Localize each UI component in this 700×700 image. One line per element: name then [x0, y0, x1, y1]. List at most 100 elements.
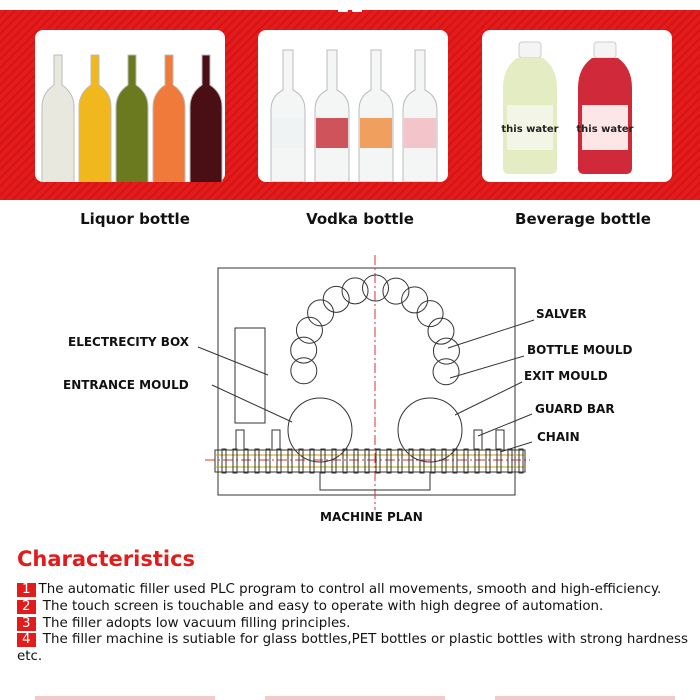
chain-link: [408, 448, 414, 474]
bottle-mould-circle: [307, 299, 335, 327]
brand-text: this water: [576, 124, 633, 135]
entrance-mould-wheel: [287, 397, 353, 463]
chain-link: [463, 448, 469, 474]
chain-link: [331, 448, 337, 474]
vodka-bottle-image: [258, 30, 448, 183]
brand-text: this water: [501, 124, 558, 135]
bottle-mould-circle: [341, 277, 369, 305]
item-number: 4: [17, 633, 36, 648]
bottle-mould-circle: [432, 358, 460, 386]
beverage-bottle-image: this water this water: [482, 30, 672, 182]
chain-link: [276, 448, 282, 474]
chain-link: [243, 448, 249, 474]
leader-line: [449, 355, 525, 379]
chain-link: [298, 448, 304, 474]
vodka-bottle-caption: Vodka bottle: [306, 210, 414, 228]
bottle-mould-circle: [295, 316, 323, 344]
guard-bar-post: [235, 429, 245, 451]
bottle-mould-circle: [290, 336, 318, 364]
characteristic-item: 4 The filler machine is sutiable for gla…: [17, 632, 700, 666]
leader-line: [499, 441, 533, 453]
leader-line: [197, 346, 269, 376]
item-number: 1: [17, 583, 36, 597]
chain-link: [386, 448, 392, 474]
bottle-mould-circle: [290, 357, 318, 385]
bottle-mould-circle: [362, 274, 390, 302]
electricity-box: [234, 327, 266, 424]
vodka-label: [360, 118, 392, 148]
chain-link: [254, 448, 260, 474]
leader-line: [211, 384, 293, 423]
divider: [35, 696, 215, 700]
label-exit-mould: EXIT MOULD: [524, 369, 608, 383]
beverage-bottle-caption: Beverage bottle: [515, 210, 651, 228]
chain-link: [452, 448, 458, 474]
wine-bottle: [115, 54, 149, 184]
machine-plan-diagram: ELECTRECITY BOX ENTRANCE MOULD SALVER BO…: [63, 255, 633, 524]
bottle-mould-circle: [322, 285, 350, 313]
chain-link: [496, 448, 502, 474]
chain-link: [430, 448, 436, 474]
chain-link: [474, 448, 480, 474]
leader-line: [477, 413, 533, 437]
bottle-cap: [518, 41, 542, 59]
label-guard-bar: GUARD BAR: [535, 402, 615, 416]
label-entrance-mould: ENTRANCE MOULD: [63, 378, 189, 392]
vodka-bottle: [270, 49, 306, 183]
wine-bottle: [41, 54, 75, 184]
wine-bottle: [78, 54, 112, 184]
exit-mould-wheel: [397, 397, 463, 463]
vodka-label: [404, 118, 436, 148]
chain-link: [397, 448, 403, 474]
chain-link: [265, 448, 271, 474]
bottle-cap: [593, 41, 617, 59]
chain-link: [287, 448, 293, 474]
vodka-bottle: [314, 49, 350, 183]
leader-line: [447, 319, 535, 349]
label-salver: SALVER: [536, 307, 587, 321]
guard-bar-post: [473, 429, 483, 451]
chain-link: [353, 448, 359, 474]
divider: [265, 696, 445, 700]
chain-link: [485, 448, 491, 474]
base-plate: [319, 471, 431, 491]
label-chain: CHAIN: [537, 430, 580, 444]
chain-link: [221, 448, 227, 474]
item-text: The touch screen is touchable and easy t…: [38, 598, 604, 614]
bottle-label: [507, 105, 553, 150]
vodka-bottle: [402, 49, 438, 183]
bottle-mould-circle: [427, 317, 455, 345]
chain-link: [419, 448, 425, 474]
chain-link: [375, 448, 381, 474]
characteristic-item: 2 The touch screen is touchable and easy…: [17, 599, 700, 616]
liquor-bottle-image: [35, 30, 225, 184]
bottle-label: [582, 105, 628, 150]
chain-link: [342, 448, 348, 474]
item-text: The automatic filler used PLC program to…: [38, 582, 662, 597]
divider: [495, 696, 675, 700]
item-number: 3: [17, 616, 36, 631]
guard-bar-post: [271, 429, 281, 451]
bottle-mould-circle: [432, 337, 460, 365]
label-bottle-mould: BOTTLE MOULD: [527, 343, 633, 357]
characteristic-item: 3 The filler adopts low vacuum filling p…: [17, 616, 700, 633]
leader-line: [454, 381, 523, 416]
bottle-mould-circle: [382, 277, 410, 305]
chain-link: [518, 448, 524, 474]
item-text: The filler adopts low vacuum filling pri…: [38, 615, 351, 631]
bottle-mould-circle: [401, 286, 429, 314]
chain-link: [320, 448, 326, 474]
label-electricity-box: ELECTRECITY BOX: [68, 335, 190, 349]
guard-bar-post: [495, 429, 505, 451]
chain-link: [309, 448, 315, 474]
item-number: 2: [17, 599, 36, 614]
chain-link: [441, 448, 447, 474]
vodka-label: [272, 118, 304, 148]
machine-frame: [217, 267, 516, 496]
vodka-label: [316, 118, 348, 148]
liquor-bottle-caption: Liquor bottle: [80, 210, 190, 228]
chain-link: [364, 448, 370, 474]
diagram-title: MACHINE PLAN: [320, 510, 423, 524]
wine-bottle: [189, 54, 223, 184]
